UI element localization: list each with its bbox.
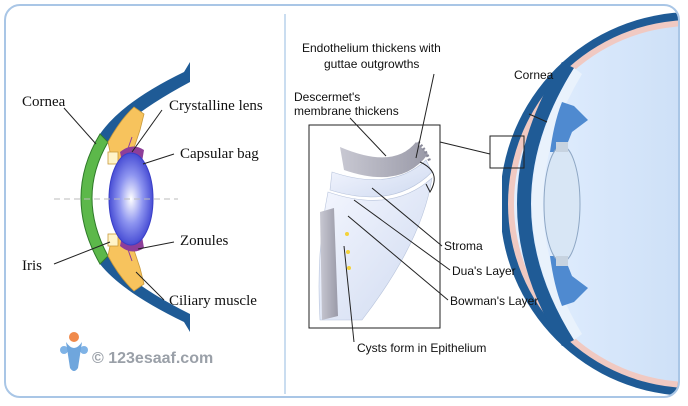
- label-iris: Iris: [22, 258, 42, 274]
- anatomy-diagram: Cornea Crystalline lens Capsular bag Zon…: [22, 12, 678, 396]
- label-descemet-line2: membrane thickens: [294, 104, 399, 118]
- label-cornea: Cornea: [22, 94, 66, 110]
- label-bowmans-layer: Bowman's Layer: [450, 294, 538, 308]
- leader-crystalline-lens: [131, 109, 163, 153]
- label-endothelium-line2: guttae outgrowths: [324, 57, 419, 71]
- leader-cornea-right: [528, 113, 548, 123]
- label-cornea-right: Cornea: [514, 68, 554, 82]
- zonule-upper-right: [556, 142, 568, 152]
- leader-zonules: [137, 241, 175, 250]
- zoom-region-box: [489, 135, 525, 169]
- label-crystalline-lens: Crystalline lens: [169, 98, 263, 114]
- curved-arrow: [419, 161, 435, 194]
- stroma-shape: [318, 177, 433, 321]
- watermark: © 123esaaf.com: [60, 332, 213, 371]
- leader-bowmans-layer: [347, 215, 449, 301]
- iris-lower: [107, 233, 119, 247]
- leader-endothelium: [415, 73, 435, 159]
- label-endothelium-line1: Endothelium thickens with: [302, 41, 441, 55]
- logo-dot-orange: [69, 332, 79, 342]
- cyst-dot: [346, 250, 350, 254]
- epithelium-shape: [320, 208, 338, 320]
- cornea-right-shape: [517, 62, 574, 346]
- label-zonules: Zonules: [180, 233, 228, 249]
- label-duas-layer: Dua's Layer: [452, 264, 516, 278]
- anterior-chamber: [532, 68, 582, 340]
- watermark-text: © 123esaaf.com: [92, 350, 213, 367]
- label-stroma: Stroma: [444, 239, 483, 253]
- leader-descemet: [349, 117, 387, 157]
- label-capsular-bag: Capsular bag: [180, 146, 259, 162]
- leader-stroma: [371, 187, 443, 247]
- cyst-dot: [345, 232, 349, 236]
- figure-frame: Cornea Crystalline lens Capsular bag Zon…: [4, 4, 680, 398]
- right-eye-diagram: [502, 12, 678, 396]
- label-ciliary-muscle: Ciliary muscle: [169, 293, 257, 309]
- iris-upper-right: [550, 102, 588, 152]
- left-eye-diagram: Cornea Crystalline lens Capsular bag Zon…: [22, 62, 263, 332]
- leader-iris: [53, 241, 111, 265]
- label-cysts: Cysts form in Epithelium: [357, 341, 486, 355]
- leader-duas-layer: [353, 199, 451, 271]
- descemet-membrane-shape: [340, 142, 428, 178]
- cyst-dot: [347, 266, 351, 270]
- cornea-layers-slab: [318, 140, 435, 321]
- logo-figure-icon: [66, 342, 82, 371]
- iris-upper: [107, 151, 119, 165]
- leader-cysts: [343, 245, 355, 343]
- lens-right: [543, 145, 581, 263]
- leader-ciliary-muscle: [135, 271, 165, 301]
- iris-lower-right: [550, 256, 588, 306]
- label-descemet-line1: Descermet's: [294, 90, 360, 104]
- zoom-connector: [439, 141, 491, 155]
- leader-cornea: [63, 107, 97, 145]
- logo-dot-blue-left: [60, 346, 68, 354]
- zonule-lower-right: [556, 256, 568, 266]
- leader-capsular-bag: [142, 153, 175, 165]
- logo-dot-blue-right: [80, 346, 88, 354]
